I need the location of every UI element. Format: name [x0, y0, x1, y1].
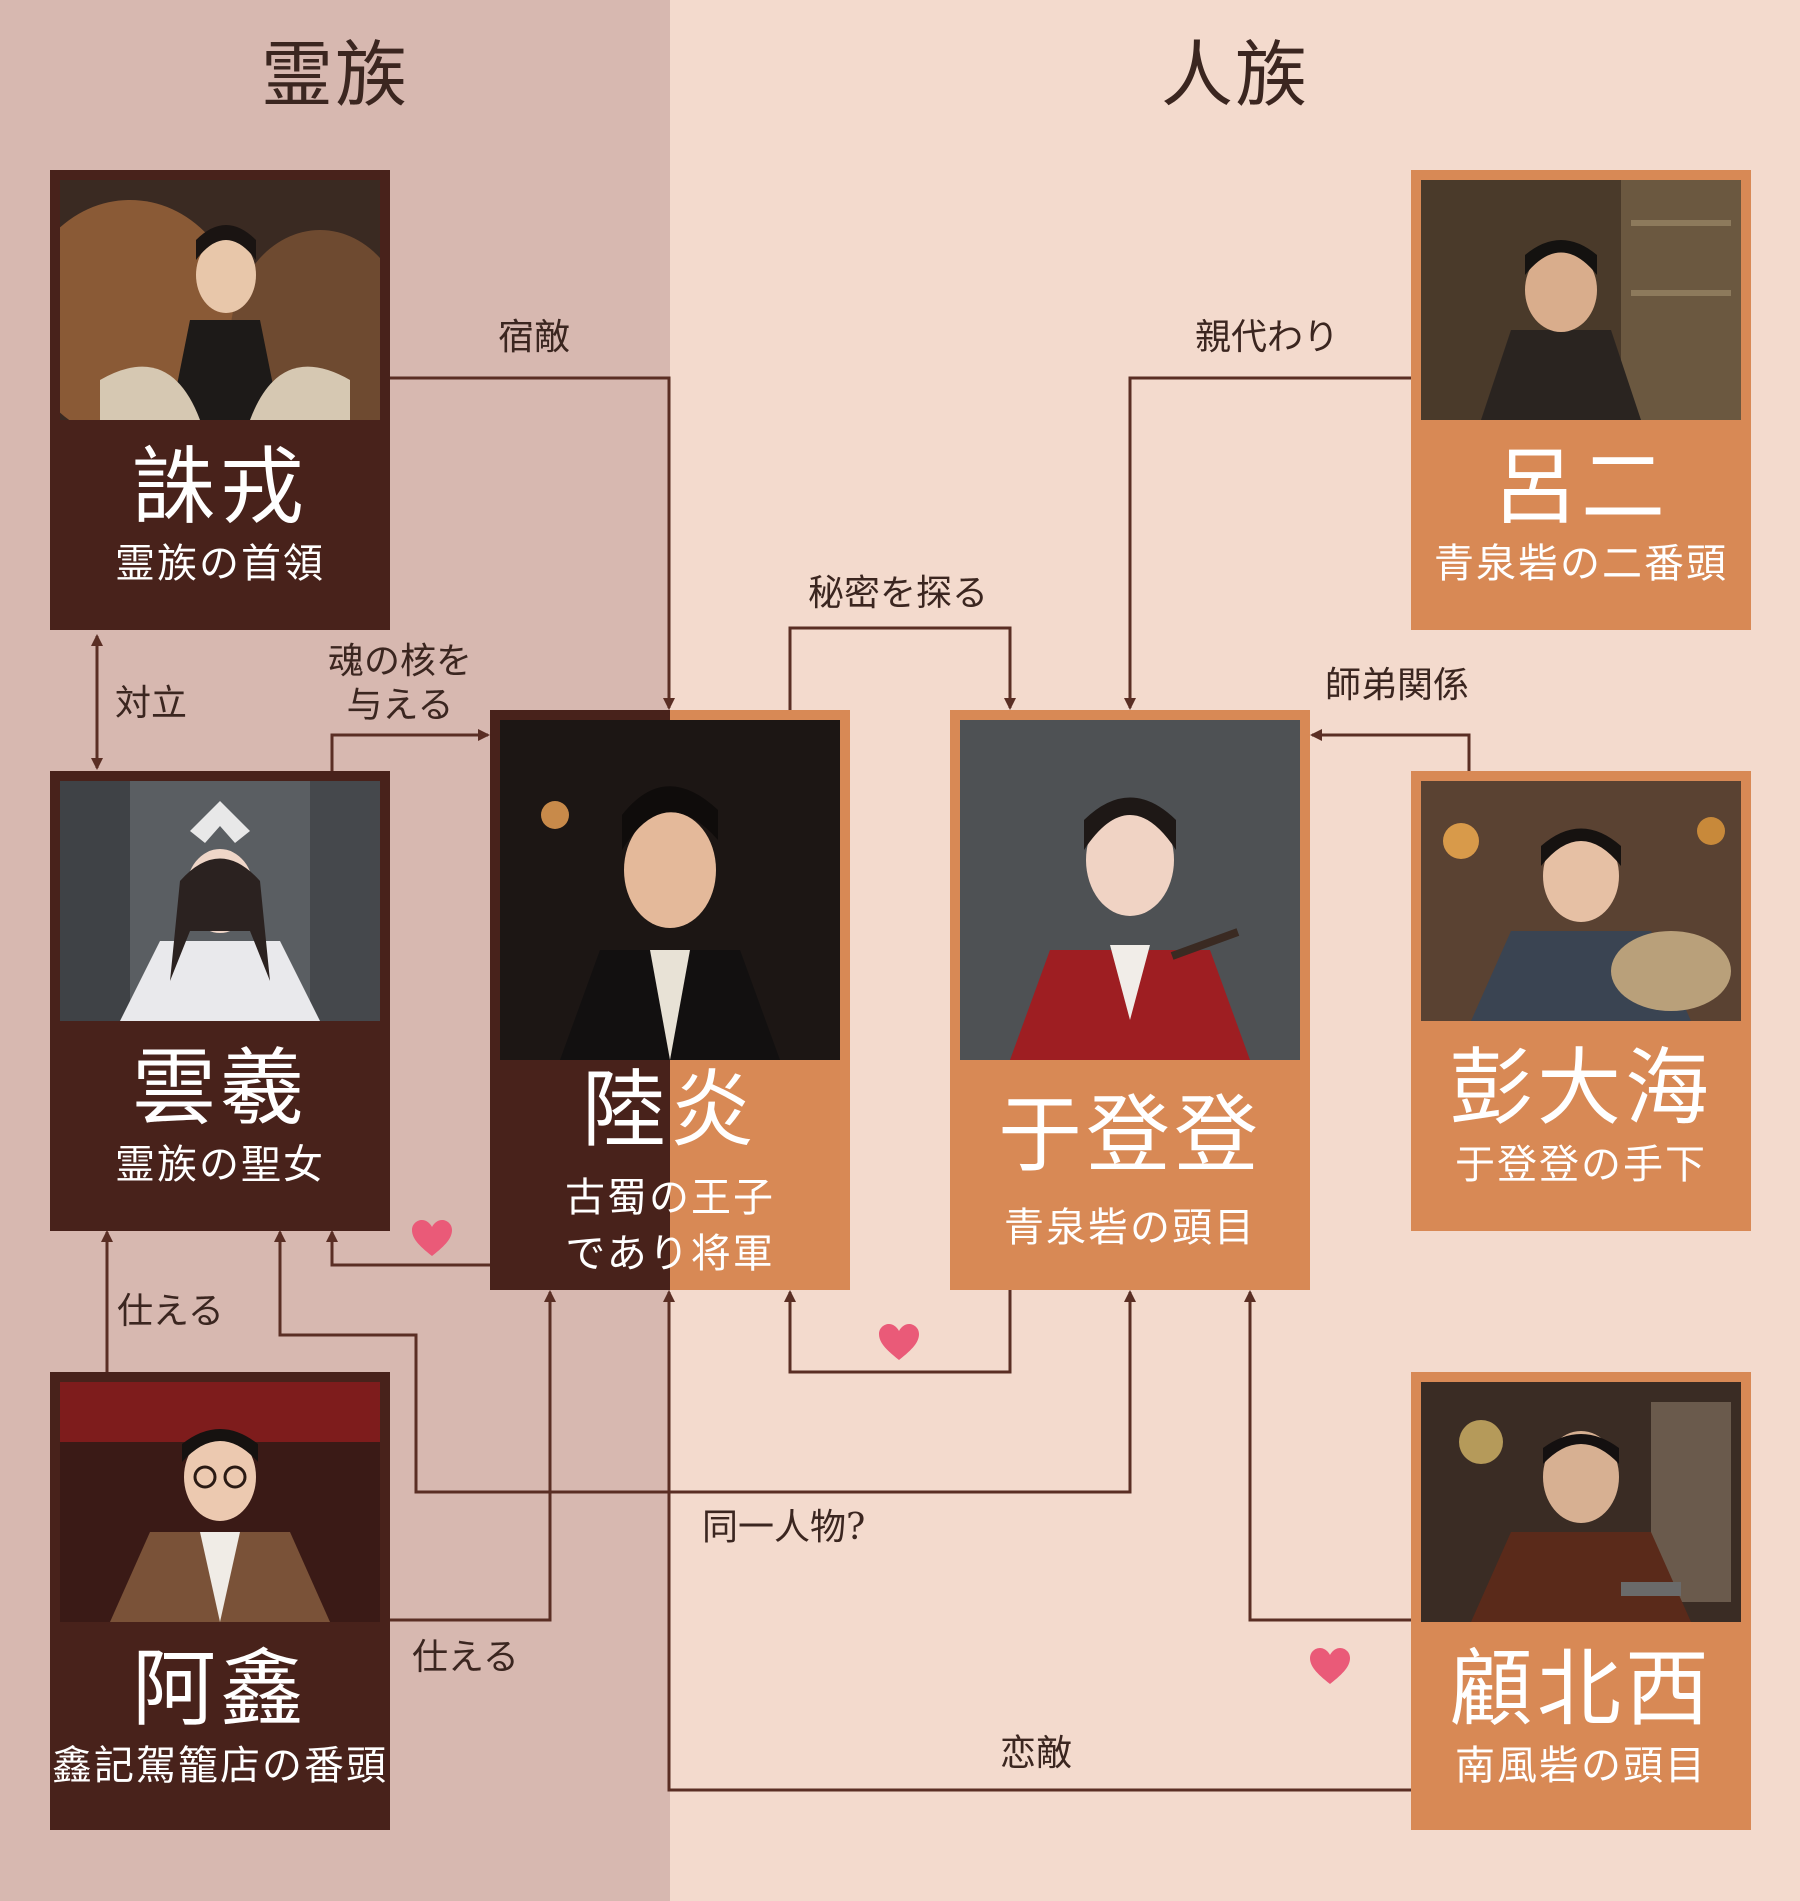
connector-douitsu — [274, 1230, 1136, 1494]
lvli-name: 呂二 — [1492, 438, 1669, 536]
label-oyagawari: 親代わり — [1195, 317, 1340, 358]
connector-love-gu-yu — [1244, 1290, 1411, 1622]
card-axin[interactable]: 阿鑫 鑫記駕籠店の番頭 — [50, 1372, 390, 1830]
luyan-photo — [500, 720, 840, 1060]
luyan-role-line2: であり将軍 — [565, 1231, 775, 1277]
connector-himitsu — [788, 626, 1016, 710]
connector-shukuteki — [390, 376, 675, 710]
spirit-clan-title: 霊族 — [260, 33, 409, 117]
connector-renteki — [663, 1290, 1411, 1792]
label-himitsu: 秘密を探る — [808, 573, 989, 614]
label-tama-line1: 魂の核を — [327, 641, 472, 682]
label-renteki: 恋敵 — [1000, 1733, 1073, 1774]
label-shukuteki: 宿敵 — [498, 317, 571, 358]
luyan-role-line1: 古蜀の王子 — [565, 1175, 775, 1221]
luyan-name: 陸炎 — [581, 1061, 758, 1159]
label-tairitsu: 対立 — [115, 683, 188, 724]
card-lvli[interactable]: 呂二 青泉砦の二番頭 — [1411, 170, 1751, 630]
label-tsukaeru1: 仕える — [117, 1291, 224, 1332]
zhuye-name: 誅戎 — [131, 438, 308, 536]
label-tsukaeru2: 仕える — [412, 1637, 519, 1678]
gubeixi-role: 南風砦の頭目 — [1455, 1743, 1707, 1789]
zhuye-photo — [60, 180, 380, 420]
card-pengdahai[interactable]: 彭大海 于登登の手下 — [1411, 771, 1751, 1231]
yudengdeng-name: 于登登 — [997, 1086, 1262, 1184]
yudengdeng-photo — [960, 720, 1300, 1060]
card-zhuye[interactable]: 誅戎 霊族の首領 — [50, 170, 390, 630]
axin-photo — [60, 1382, 380, 1622]
label-shitei: 師弟関係 — [1325, 665, 1470, 706]
heart-icon — [412, 1220, 452, 1256]
zhuye-role: 霊族の首領 — [115, 541, 325, 587]
axin-name: 阿鑫 — [131, 1640, 308, 1738]
pengdahai-role: 于登登の手下 — [1455, 1142, 1707, 1188]
yunyi-name: 雲羲 — [131, 1039, 308, 1137]
connector-oyagawari — [1124, 376, 1411, 710]
connector-tama — [330, 729, 490, 771]
lvli-photo — [1421, 180, 1741, 420]
card-yunyi[interactable]: 雲羲 霊族の聖女 — [50, 771, 390, 1231]
human-clan-title: 人族 — [1160, 33, 1309, 117]
connector-love-yu-luyan — [784, 1290, 1012, 1374]
connector-shitei — [1310, 729, 1471, 771]
yunyi-photo — [60, 781, 380, 1021]
lvli-role: 青泉砦の二番頭 — [1434, 541, 1728, 587]
connector-tsukaeru2 — [390, 1290, 556, 1622]
axin-role: 鑫記駕籠店の番頭 — [52, 1743, 388, 1789]
card-gubeixi[interactable]: 顧北西 南風砦の頭目 — [1411, 1372, 1751, 1830]
label-douitsu: 同一人物? — [702, 1507, 866, 1548]
gubeixi-name: 顧北西 — [1448, 1640, 1713, 1738]
label-tama-line2: 与える — [346, 685, 454, 726]
card-luyan[interactable]: 陸炎 古蜀の王子 であり将軍 — [490, 710, 850, 1290]
heart-icon — [879, 1324, 919, 1360]
pengdahai-name: 彭大海 — [1448, 1039, 1713, 1137]
yudengdeng-role: 青泉砦の頭目 — [1004, 1205, 1256, 1251]
pengdahai-photo — [1421, 781, 1741, 1021]
gubeixi-photo — [1421, 1382, 1741, 1622]
heart-icon — [1310, 1648, 1350, 1684]
yunyi-role: 霊族の聖女 — [115, 1142, 325, 1188]
card-yudengdeng[interactable]: 于登登 青泉砦の頭目 — [950, 710, 1310, 1290]
